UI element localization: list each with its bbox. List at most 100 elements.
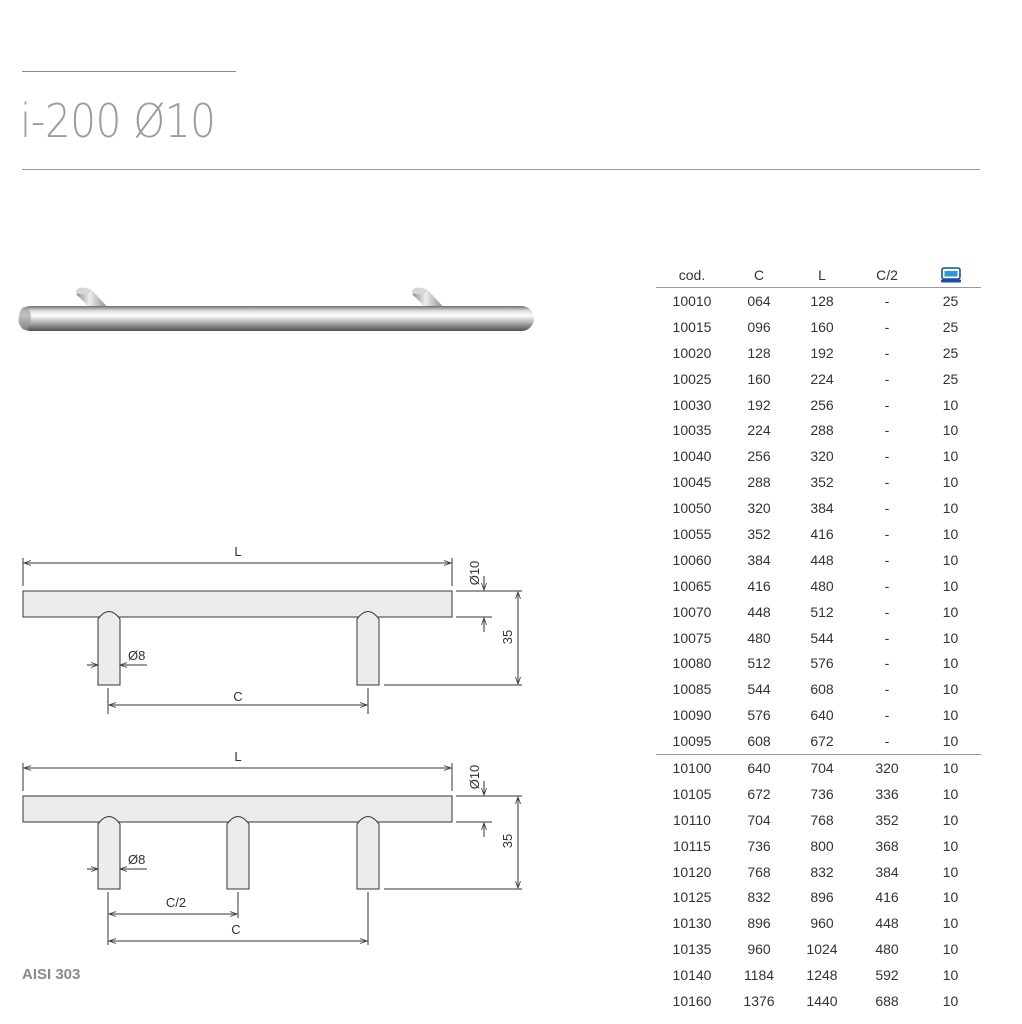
cell-l: 960 [810,915,834,932]
cell-quantity: 10 [942,681,959,698]
cell-c: 896 [747,915,771,932]
cell-code: 10055 [672,525,712,542]
cell-c: 704 [747,811,771,828]
label-leg-diameter: Ø8 [128,852,145,867]
cell-l: 160 [810,318,834,335]
cell-quantity: 10 [942,889,959,906]
top-rule [22,71,236,72]
header-code: cod. [656,262,728,288]
cell-l: 704 [790,754,854,781]
cell-code: 10135 [672,941,712,958]
cell-c: 544 [747,681,771,698]
cell-l: 1024 [806,941,838,958]
cell-c-half: - [884,396,890,413]
cell-c: 608 [747,733,771,750]
header-c-half: C/2 [854,262,920,288]
cell-c-half: - [884,551,890,568]
cell-code: 10040 [672,448,712,465]
cell-c-half: - [884,525,890,542]
cell-quantity: 10 [942,785,959,802]
cell-c: 256 [747,448,771,465]
header-quantity [920,262,981,288]
cell-c: 224 [747,422,771,439]
cell-c-half: - [884,603,890,620]
cell-code: 10015 [672,318,712,335]
cell-quantity: 10 [942,422,959,439]
cell-l: 256 [810,396,834,413]
cell-c-half: 592 [875,967,899,984]
cell-c-half: - [884,292,890,309]
cell-l: 128 [810,292,834,309]
cell-c-half: - [884,448,890,465]
cell-l: 384 [810,500,834,517]
page-title: i-200 Ø10 [20,94,216,148]
cell-code: 10095 [672,733,712,750]
cell-l: 672 [810,733,834,750]
cell-c-half: - [884,344,890,361]
cell-l: 320 [810,448,834,465]
cell-c: 640 [728,754,790,781]
cell-c-half: - [884,733,890,750]
cell-code: 10120 [672,863,712,880]
cell-l: 1248 [806,967,838,984]
box-quantity-icon [940,266,961,283]
cell-c-half: - [884,707,890,724]
material-label: AISI 303 [22,966,81,983]
cell-l: 832 [810,863,834,880]
cell-c: 384 [747,551,771,568]
cell-c: 352 [747,525,771,542]
cell-l: 352 [810,474,834,491]
cell-code: 10030 [672,396,712,413]
cell-c-half: 336 [875,785,899,802]
cell-code: 10090 [672,707,712,724]
label-leg-diameter: Ø8 [128,648,145,663]
cell-l: 544 [810,629,834,646]
cell-code: 10160 [672,992,712,1009]
label-half-center: C/2 [166,895,186,910]
cell-c: 128 [747,344,771,361]
cell-c-half: - [884,629,890,646]
table-header-row: cod. C L C/2 [656,262,981,288]
cell-c: 672 [747,785,771,802]
cell-l: 480 [810,577,834,594]
cell-code: 10085 [672,681,712,698]
cell-quantity: 10 [942,500,959,517]
cell-c: 736 [747,837,771,854]
cell-l: 224 [810,370,834,387]
label-center: C [231,922,240,937]
cell-l: 416 [810,525,834,542]
product-photo [18,287,534,331]
cell-code: 10105 [672,785,712,802]
cell-quantity: 25 [942,370,959,387]
cell-c-half: - [884,655,890,672]
cell-quantity: 10 [942,863,959,880]
cell-code: 10045 [672,474,712,491]
cell-quantity: 10 [942,551,959,568]
cell-c-half: 384 [875,863,899,880]
cell-quantity: 25 [942,292,959,309]
cell-code: 10075 [672,629,712,646]
cell-c-half: 368 [875,837,899,854]
cell-code: 10035 [672,422,712,439]
cell-quantity: 25 [942,318,959,335]
cell-l: 800 [810,837,834,854]
header-c: C [728,262,790,288]
cell-c: 576 [747,707,771,724]
cell-code: 10125 [672,889,712,906]
